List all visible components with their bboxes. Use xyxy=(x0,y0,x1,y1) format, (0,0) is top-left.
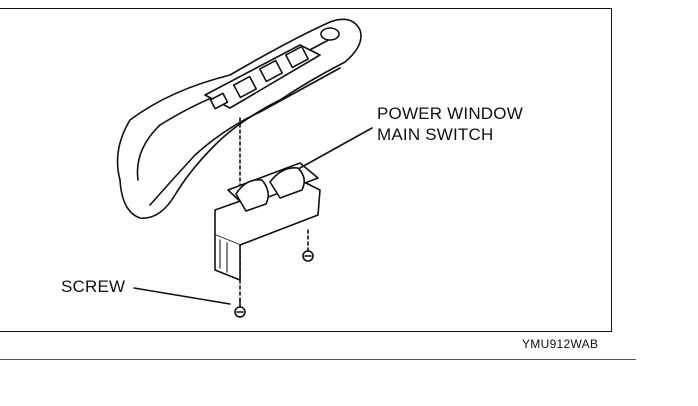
figure-code: YMU912WAB xyxy=(522,337,599,351)
power-window-leader-line xyxy=(299,127,373,169)
panel-button-3 xyxy=(258,59,284,83)
panel-button-1 xyxy=(209,92,229,110)
armrest-lower-edge xyxy=(149,67,341,206)
panel-button-2 xyxy=(232,75,258,99)
label-main-switch: MAIN SWITCH xyxy=(377,125,494,144)
panel-lock-knob xyxy=(320,27,340,41)
label-screw: SCREW xyxy=(61,277,126,296)
main-switch-rocker-right xyxy=(269,166,306,199)
main-switch-rocker-left xyxy=(235,178,270,212)
screw-leader-line xyxy=(133,287,231,305)
panel-button-4 xyxy=(284,45,310,69)
label-power-window: POWER WINDOW xyxy=(377,104,523,123)
page-divider xyxy=(0,359,636,360)
